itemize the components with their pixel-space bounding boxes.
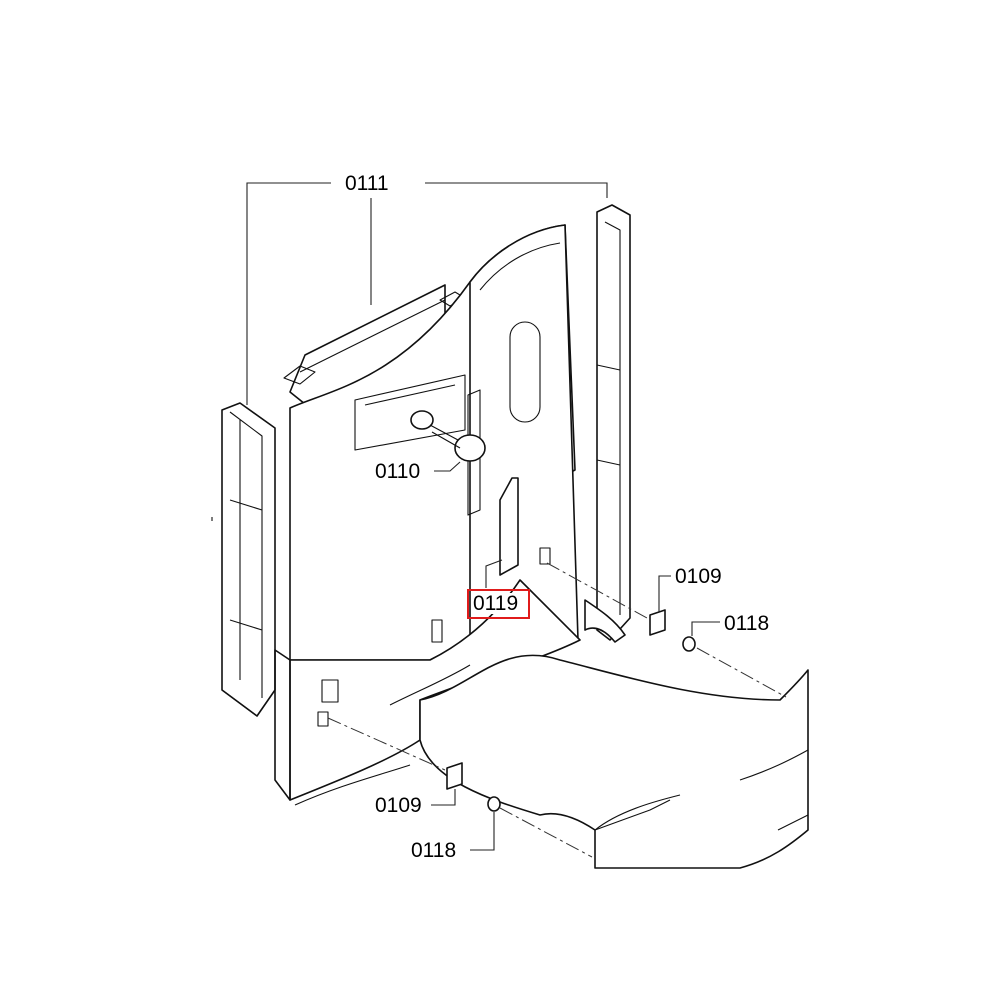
label-0118-left: 0118 [411,839,457,862]
label-0110: 0110 [375,460,421,483]
highlight-box-0119 [467,589,530,619]
label-0109-left: 0109 [375,794,422,817]
label-0119: 0119 [473,592,519,615]
pin-0118-right [682,636,696,652]
pad-0109-right [649,609,666,636]
lower-base [419,654,809,869]
alignment-lines [327,562,787,858]
knob-0110 [410,410,486,462]
pin-0118-left [487,796,501,812]
left-side-strip [221,402,276,717]
label-0118-right: 0118 [724,612,770,635]
bracket-0111 [246,182,608,405]
label-0109-right: 0109 [675,565,722,588]
main-housing [274,224,581,806]
right-side-strip [584,204,631,643]
label-0111: 0111 [345,172,389,195]
pad-0109-left [446,762,463,790]
leader-lines [431,461,720,851]
